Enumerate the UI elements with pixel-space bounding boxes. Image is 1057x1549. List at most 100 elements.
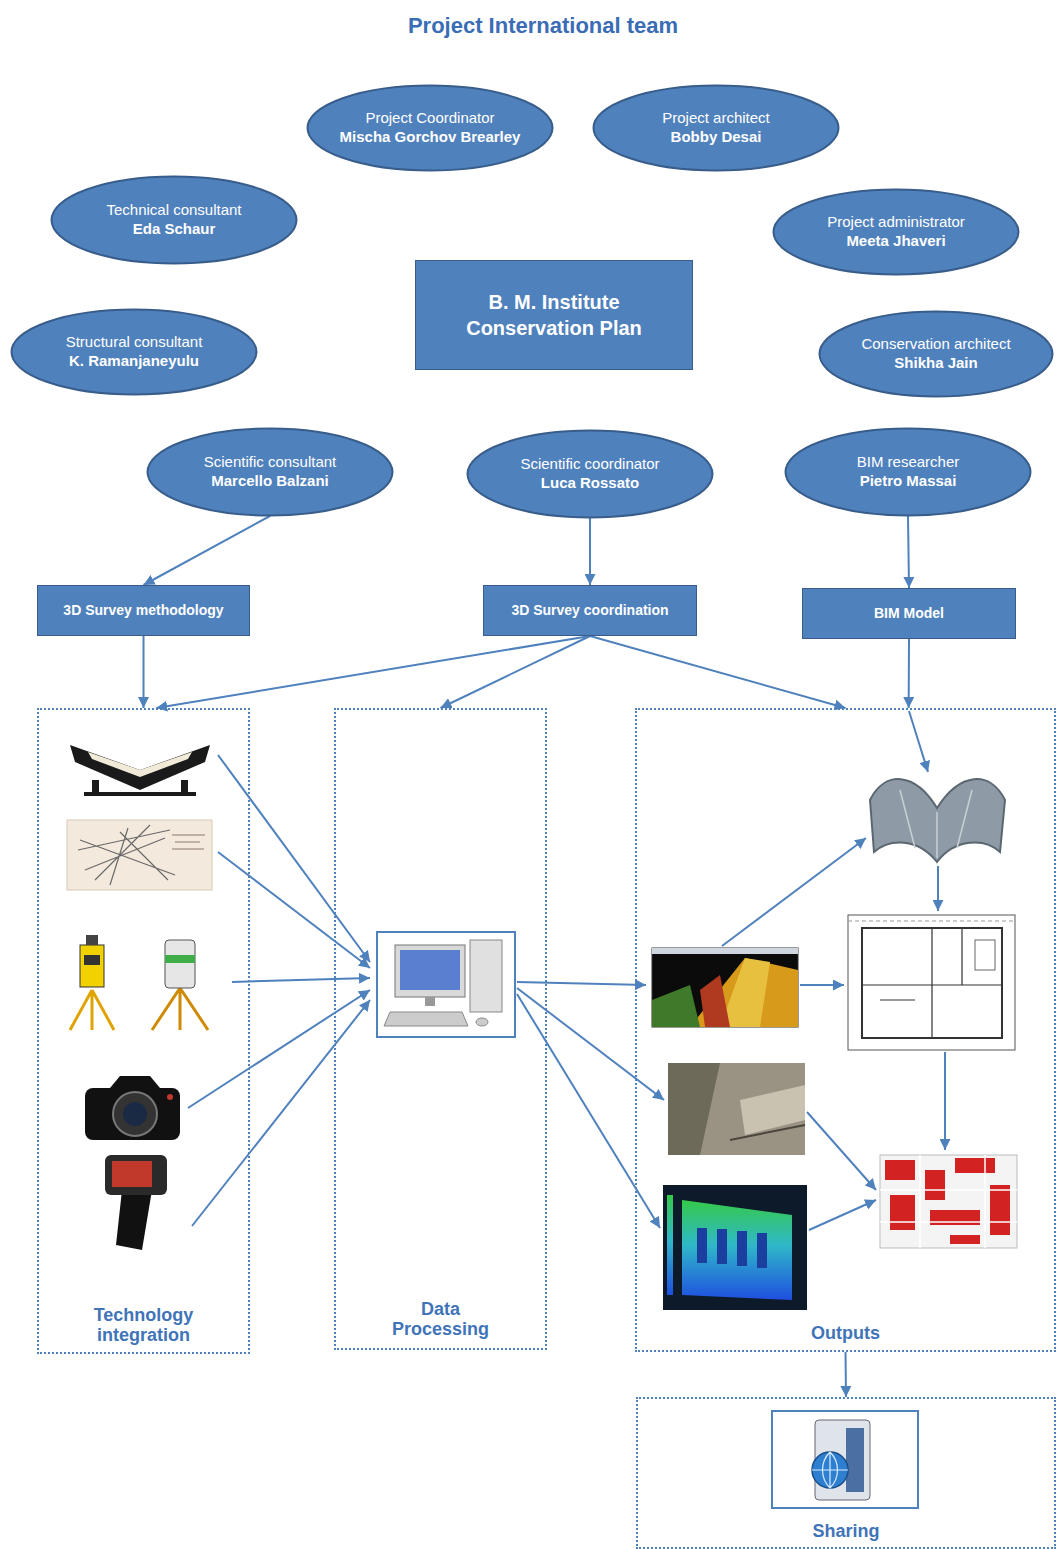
text-holder: Project CoordinatorMischa Gorchov Brearl… xyxy=(340,109,521,147)
ellipse-shape xyxy=(774,190,1019,275)
sketch-notes xyxy=(172,835,205,849)
role-ellipse: Project CoordinatorMischa Gorchov Brearl… xyxy=(306,84,554,172)
plan-stair xyxy=(975,940,995,970)
role-text: Project architect xyxy=(662,109,770,128)
map-patch xyxy=(885,1160,915,1180)
person-name: Pietro Massai xyxy=(857,472,960,491)
cloud-ground xyxy=(652,948,798,1027)
panel-heading: Technology integration xyxy=(79,1305,209,1346)
connector-arrow xyxy=(143,636,145,708)
input-arrow xyxy=(188,990,370,1108)
connector-arrow xyxy=(156,636,590,708)
role-text: Conservation architect xyxy=(861,335,1010,354)
task-box: BIM Model xyxy=(802,588,1016,639)
thermal-handle xyxy=(116,1190,152,1250)
map-patch xyxy=(955,1158,995,1173)
shell-ribs xyxy=(900,790,972,858)
station-body xyxy=(80,945,104,987)
cloud-bar xyxy=(652,948,798,954)
ellipse-shape xyxy=(12,310,257,395)
text-holder: Project architectBobby Desai xyxy=(662,109,770,147)
group-panel: Technology integration xyxy=(37,708,250,1354)
diagram-title: Project International team xyxy=(143,13,943,39)
output-arrow xyxy=(517,988,664,1100)
connector-arrow xyxy=(908,516,909,588)
role-ellipse: Conservation architectShikha Jain xyxy=(818,310,1054,398)
text-holder: Structural consultantK. Ramanjaneyulu xyxy=(66,333,203,371)
sketch-lines xyxy=(78,825,175,885)
ellipse-shape xyxy=(308,86,553,171)
role-text: Structural consultant xyxy=(66,333,203,352)
role-text: Scientific consultant xyxy=(204,453,337,472)
camera-top xyxy=(110,1076,160,1088)
panel-heading: Outputs xyxy=(811,1323,880,1344)
output-arrow xyxy=(809,1200,876,1230)
output-arrow xyxy=(800,984,844,986)
output-arrow xyxy=(517,994,660,1228)
cloud-shape xyxy=(690,958,798,1027)
floor-plan-image xyxy=(848,915,1015,1050)
tripod xyxy=(70,990,114,1030)
output-arrow xyxy=(807,1112,876,1190)
task-box: 3D Survey methodology xyxy=(37,585,250,636)
person-name: Mischa Gorchov Brearley xyxy=(340,128,521,147)
thermal-window xyxy=(757,1233,767,1268)
point-cloud-image xyxy=(652,948,798,1027)
computer-icon xyxy=(377,932,515,1037)
output-arrow xyxy=(937,866,939,911)
panel-heading: Sharing xyxy=(812,1521,879,1542)
group-panel: Sharing xyxy=(636,1397,1056,1549)
output-arrow xyxy=(722,838,866,946)
person-name: Bobby Desai xyxy=(662,128,770,147)
thermal-camera-icon xyxy=(105,1155,167,1250)
person-name: Luca Rossato xyxy=(520,474,659,493)
ellipse-shape xyxy=(468,431,713,518)
role-text: BIM researcher xyxy=(857,453,960,472)
ellipse-shape xyxy=(594,86,839,171)
computer-tower xyxy=(470,940,502,1012)
box-label: BIM Model xyxy=(874,605,944,623)
scanner-band xyxy=(165,955,195,963)
connector-arrow xyxy=(144,516,271,585)
mouse xyxy=(476,1018,488,1026)
input-arrows xyxy=(188,755,370,1226)
plan-grid xyxy=(848,921,1015,922)
group-panel: Data Processing xyxy=(334,708,547,1350)
map-patch xyxy=(890,1195,915,1230)
heading-holder: Data Processing xyxy=(336,1299,545,1340)
role-ellipse: Project administratorMeeta Jhaveri xyxy=(772,188,1020,276)
text-holder: Project administratorMeeta Jhaveri xyxy=(827,213,965,251)
input-arrow xyxy=(218,852,370,968)
text-holder: Conservation architectShikha Jain xyxy=(861,335,1010,373)
photo-image xyxy=(668,1063,805,1155)
output-arrow xyxy=(909,711,928,772)
text-holder: B. M. Institute Conservation Plan xyxy=(439,289,669,341)
shell-model xyxy=(870,779,1005,862)
camera-icon xyxy=(85,1076,180,1140)
scanner-leg xyxy=(181,780,188,794)
plan-walls xyxy=(862,928,1002,1038)
ellipse-shape xyxy=(786,429,1031,516)
heading-holder: Outputs xyxy=(637,1323,1054,1344)
monitor-stand xyxy=(425,997,435,1006)
role-ellipse: BIM researcherPietro Massai xyxy=(784,427,1032,517)
heading-holder: Technology integration xyxy=(39,1305,248,1346)
connector-arrow xyxy=(441,636,591,708)
text-holder: Technical consultantEda Schaur xyxy=(106,201,241,239)
role-ellipse: Scientific consultantMarcello Balzani xyxy=(146,427,394,517)
role-ellipse: Structural consultantK. Ramanjaneyulu xyxy=(10,308,258,396)
globe xyxy=(812,1452,848,1488)
camera-body xyxy=(85,1088,180,1140)
person-name: Shikha Jain xyxy=(861,354,1010,373)
sketch-icon xyxy=(67,820,212,890)
ellipse-shape xyxy=(820,312,1053,397)
plan-walls xyxy=(862,928,1002,1038)
keyboard xyxy=(384,1012,468,1026)
plan-box: B. M. Institute Conservation Plan xyxy=(415,260,693,370)
input-arrow xyxy=(232,978,370,982)
photo-ground xyxy=(668,1063,805,1155)
laser-scanner-icon xyxy=(152,940,208,1030)
station-screen xyxy=(84,955,100,965)
thermal-facade xyxy=(682,1200,792,1300)
decay-map-image xyxy=(880,1155,1017,1248)
